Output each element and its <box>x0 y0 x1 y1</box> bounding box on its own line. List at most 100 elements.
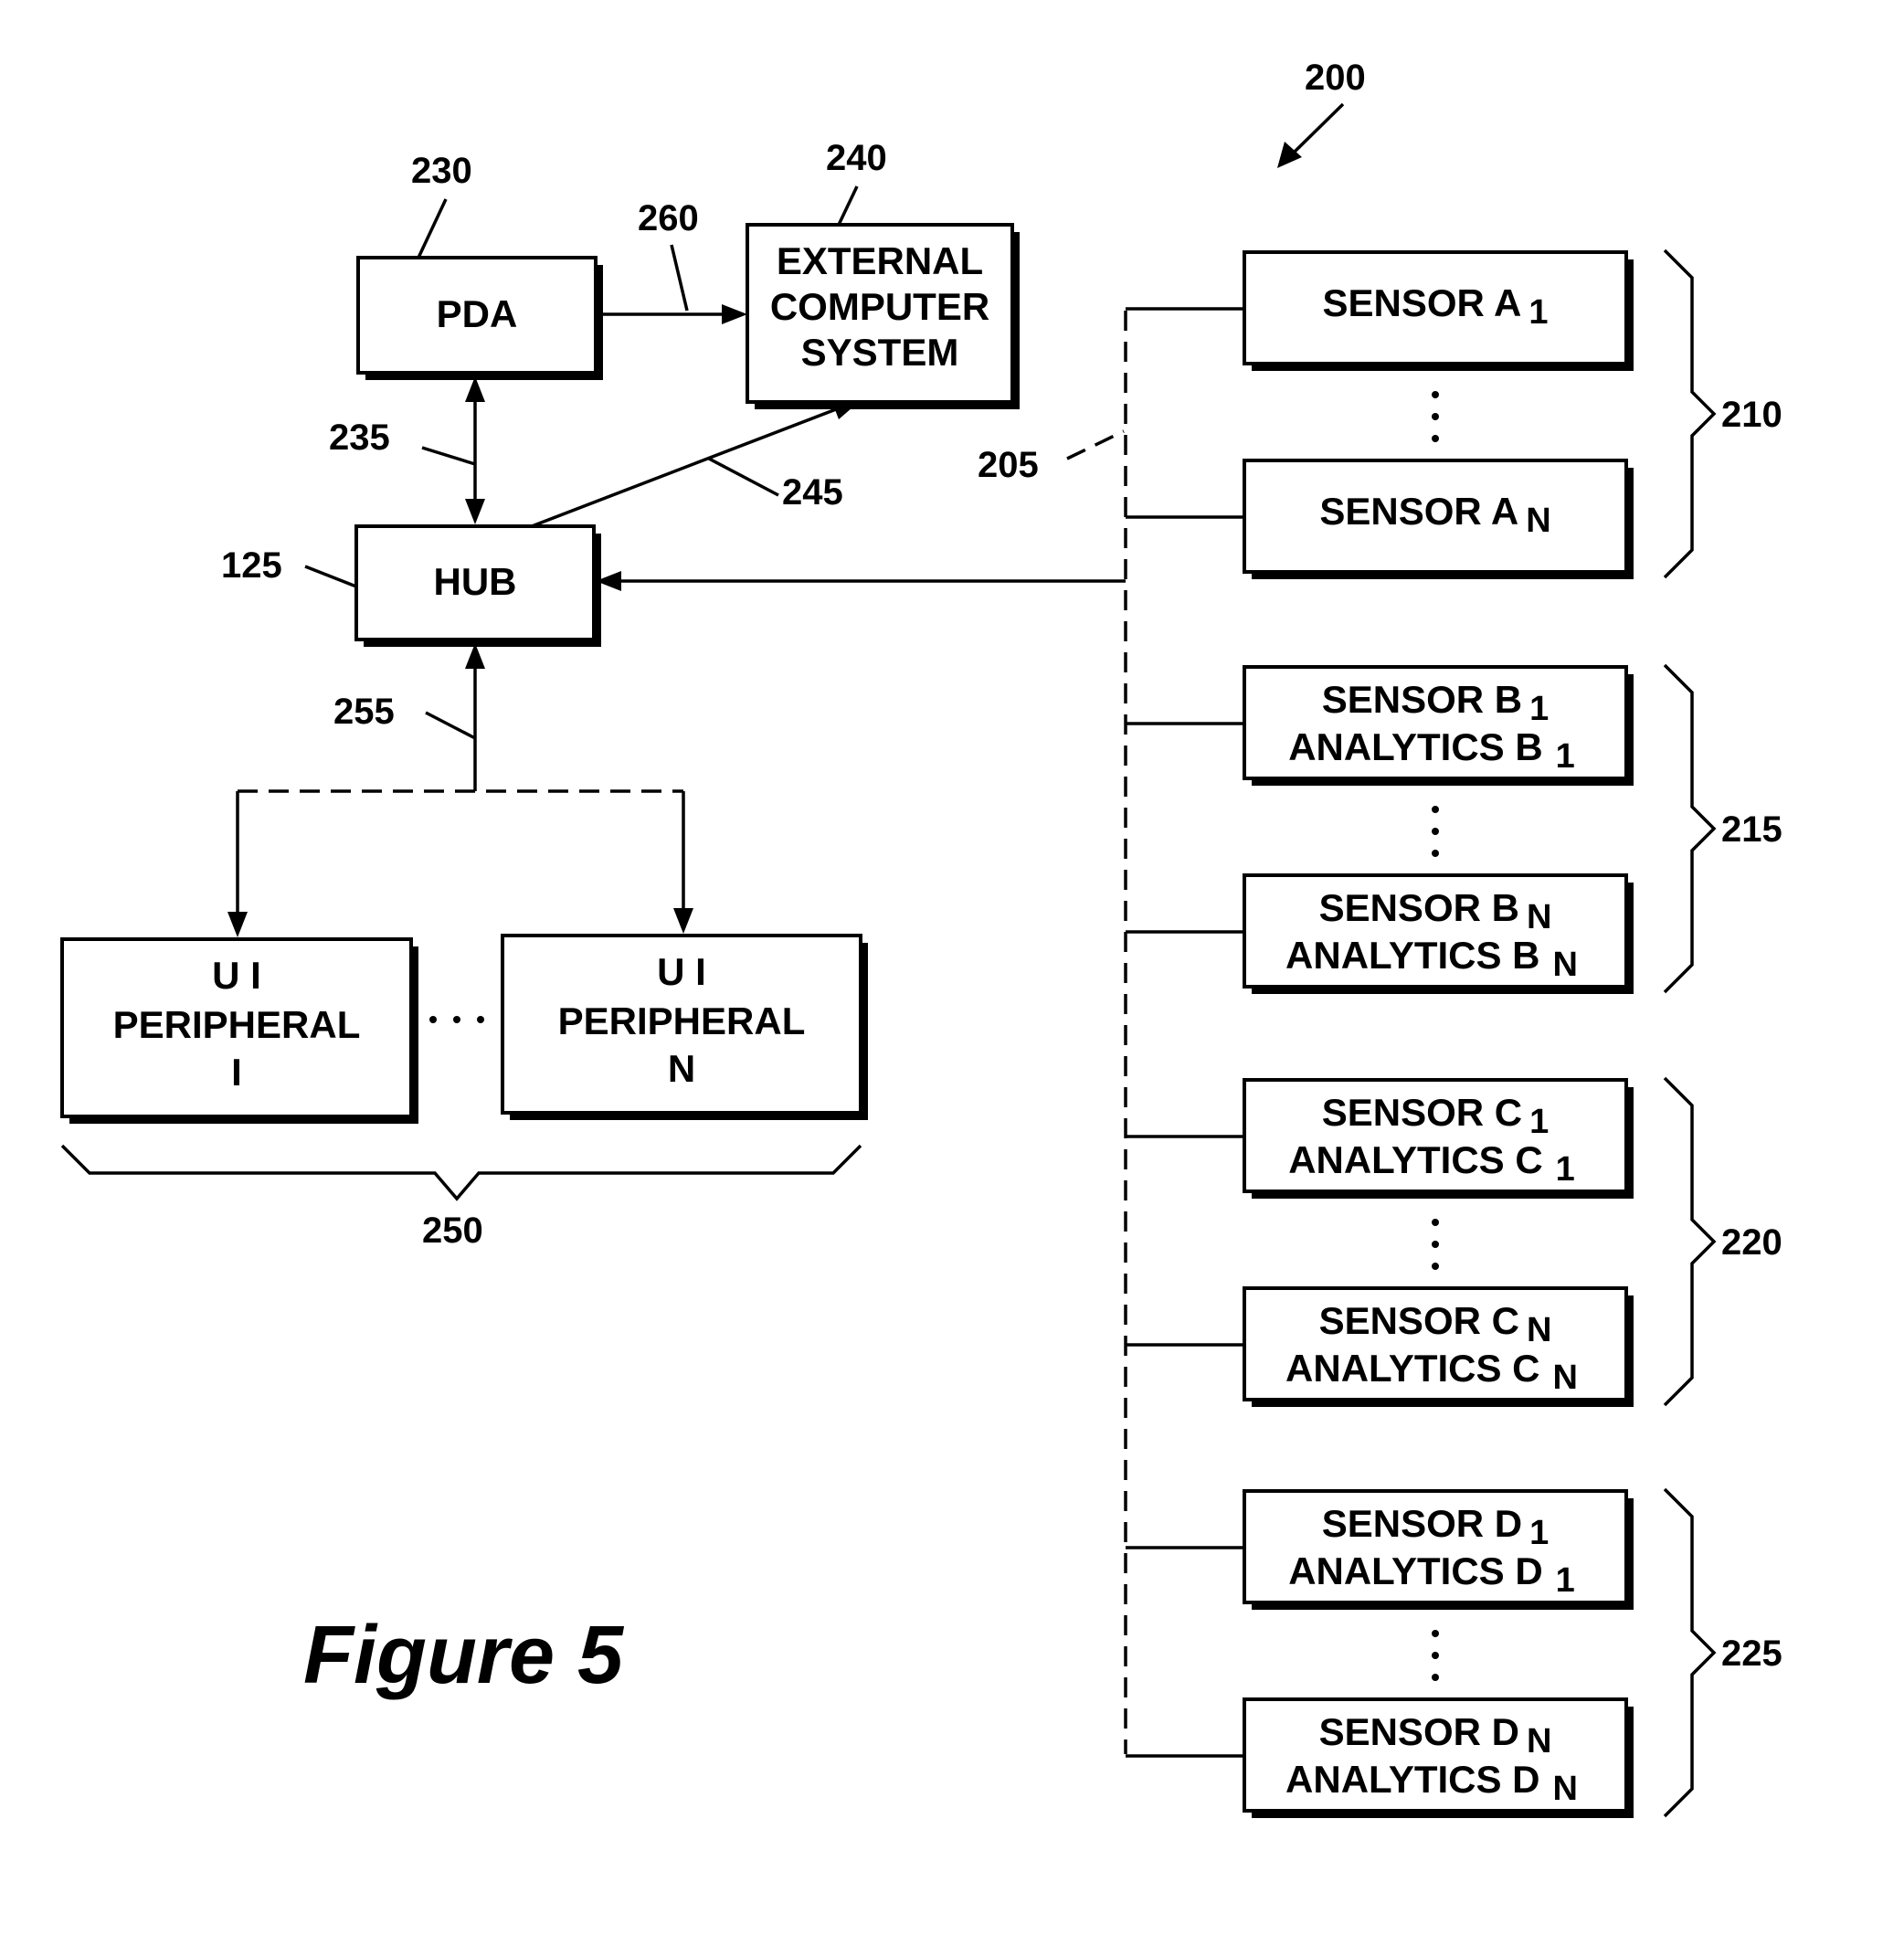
sensor-group-215-first-sensor-line1-text: SENSOR B <box>1322 678 1522 721</box>
hub-ref-leader <box>305 566 356 587</box>
sensor-group-215-first-sensor-line2: ANALYTICS B1 <box>1288 725 1575 776</box>
sensor-group-220-last-sensor-line1-text: SENSOR C <box>1319 1299 1519 1342</box>
sensor-group-215-last-sensor-line1: SENSOR BN <box>1319 886 1552 936</box>
sensor-group-225-first-sensor-line1: SENSOR D1 <box>1322 1502 1550 1552</box>
pda-to-external-ref-label: 260 <box>638 198 699 238</box>
hub-to-external-ref-leader <box>709 459 778 495</box>
sensor-group-225-first-sensor: SENSOR D1ANALYTICS D1 <box>1244 1491 1634 1610</box>
external-label-line2: COMPUTER <box>770 285 989 328</box>
sensor-group-220-last-sensor-line1: SENSOR CN <box>1319 1299 1552 1349</box>
sensor-group-225-last-sensor-line1-subscript: N <box>1527 1722 1551 1761</box>
sensor-group-225-first-sensor-line2-subscript: 1 <box>1556 1561 1575 1600</box>
sensor-group-225-last-sensor-line2: ANALYTICS DN <box>1285 1758 1578 1808</box>
sensor-group-210-last-sensor-line1: SENSOR AN <box>1319 490 1550 540</box>
ui-peripheral-1-line3: I <box>231 1051 242 1094</box>
sensor-bus-ref-label: 205 <box>978 445 1039 485</box>
sensor-group-215-brace <box>1665 665 1714 992</box>
sensor-group-220-last-sensor-line1-subscript: N <box>1527 1311 1551 1349</box>
sensor-group-225-last-sensor: SENSOR DNANALYTICS DN <box>1244 1699 1634 1818</box>
hub-to-external-arrowhead <box>831 400 859 419</box>
external-ref-leader <box>839 186 857 225</box>
pda-ref-label: 230 <box>411 151 472 191</box>
sensor-group-215-last-sensor-line2-subscript: N <box>1553 946 1578 984</box>
peripheral-group-brace <box>62 1146 861 1199</box>
pda-to-external-arrowhead <box>722 304 747 324</box>
sensor-group-225-brace <box>1665 1489 1714 1816</box>
sensor-group-225-last-sensor-line2-subscript: N <box>1553 1770 1578 1808</box>
sensor-group-220-last-sensor-line2-subscript: N <box>1553 1359 1578 1397</box>
sensor-group-210-last-sensor-line1-subscript: N <box>1526 502 1550 540</box>
pda-hub-ref-leader <box>422 448 475 464</box>
hub-ref-label: 125 <box>221 545 282 586</box>
sensor-group-225: SENSOR D1ANALYTICS D1SENSOR DNANALYTICS … <box>1126 1489 1782 1818</box>
sensor-group-210-first-sensor-line1-subscript: 1 <box>1528 293 1548 332</box>
sensor-group-215-last-sensor-line1-subscript: N <box>1527 898 1551 936</box>
sensor-group-225-ellipsis <box>1432 1630 1439 1681</box>
figure-label: Figure 5 <box>303 1610 625 1701</box>
sensor-group-225-first-sensor-line2: ANALYTICS D 1 <box>1288 1549 1575 1600</box>
hub-to-external-ref-label: 245 <box>782 472 843 513</box>
sensor-group-225-last-sensor-line1: SENSOR DN <box>1319 1710 1552 1761</box>
sensor-group-220-first-sensor-line2-text: ANALYTICS C <box>1288 1138 1542 1181</box>
pda-hub-arrowhead-down <box>465 499 485 524</box>
sensor-group-215-first-sensor: SENSOR B1ANALYTICS B1 <box>1244 667 1634 786</box>
sensor-bus-ref-leader <box>1067 431 1124 459</box>
sensor-group-225-last-sensor-line1-text: SENSOR D <box>1319 1710 1519 1753</box>
sensor-group-220-last-sensor-line2-text: ANALYTICS C <box>1285 1347 1539 1390</box>
pda-ref-leader <box>418 199 446 258</box>
sensor-group-220-first-sensor-line1-subscript: 1 <box>1529 1103 1549 1141</box>
sensor-group-225-ref-label: 225 <box>1721 1634 1782 1674</box>
sensor-group-210: SENSOR A1SENSOR AN210 <box>1126 250 1782 579</box>
ui-peripheral-n-line2: PERIPHERAL <box>558 999 806 1042</box>
sensor-group-220-last-sensor-line2: ANALYTICS C N <box>1285 1347 1578 1397</box>
sensor-group-210-last-sensor: SENSOR AN <box>1244 460 1634 579</box>
sensor-group-225-first-sensor-line1-text: SENSOR D <box>1322 1502 1522 1545</box>
sensor-group-225-first-sensor-line1-subscript: 1 <box>1529 1514 1549 1552</box>
sensor-group-210-last-sensor-line1-text: SENSOR A <box>1319 490 1518 533</box>
system-ref-label: 200 <box>1305 58 1366 98</box>
sensor-group-220-first-sensor: SENSOR C1ANALYTICS C1 <box>1244 1080 1634 1199</box>
sensor-group-215-ref-label: 215 <box>1721 809 1782 850</box>
system-ref-leader <box>1293 104 1343 153</box>
ui-peripheral-n-block: U I PERIPHERAL N <box>502 936 868 1120</box>
external-ref-label: 240 <box>826 138 887 178</box>
sensor-group-225-first-sensor-line2-text: ANALYTICS D <box>1288 1549 1542 1592</box>
peripheral-n-arrowhead <box>673 908 693 934</box>
hub-label: HUB <box>434 560 517 603</box>
sensor-group-220-first-sensor-line2-subscript: 1 <box>1556 1150 1575 1189</box>
sensor-group-210-ellipsis <box>1432 391 1439 442</box>
ui-peripheral-1-line2: PERIPHERAL <box>113 1003 361 1046</box>
sensor-group-220-ellipsis <box>1432 1219 1439 1270</box>
ui-peripheral-n-line3: N <box>668 1047 695 1090</box>
pda-to-external-ref-leader <box>672 245 687 311</box>
sensor-group-215-ellipsis <box>1432 806 1439 857</box>
sensor-group-210-brace <box>1665 250 1714 577</box>
system-ref-arrowhead <box>1277 142 1302 168</box>
sensor-groups: SENSOR A1SENSOR AN210SENSOR B1ANALYTICS … <box>1126 250 1782 1818</box>
ui-peripheral-n-line1: U I <box>657 950 706 993</box>
external-computer-system-block: EXTERNAL COMPUTER SYSTEM <box>747 225 1020 409</box>
peripheral-ellipsis <box>429 1016 484 1023</box>
sensor-group-215: SENSOR B1ANALYTICS B1SENSOR BNANALYTICS … <box>1126 665 1782 994</box>
external-label-line3: SYSTEM <box>801 331 959 374</box>
sensor-group-215-first-sensor-line1-subscript: 1 <box>1529 690 1549 728</box>
peripherals-to-hub-ref-leader <box>426 713 475 738</box>
sensor-group-215-last-sensor-line2-text: ANALYTICS B <box>1285 934 1539 977</box>
peripheral-1-arrowhead <box>227 912 248 937</box>
peripheral-group-ref-label: 250 <box>422 1211 483 1251</box>
sensor-group-210-first-sensor-line1: SENSOR A1 <box>1323 281 1549 332</box>
peripherals-to-hub-ref-label: 255 <box>333 692 395 732</box>
sensor-group-220-first-sensor-line2: ANALYTICS C 1 <box>1288 1138 1575 1189</box>
sensor-group-210-first-sensor-line1-text: SENSOR A <box>1323 281 1522 324</box>
sensor-group-210-ref-label: 210 <box>1721 395 1782 435</box>
sensor-group-220: SENSOR C1ANALYTICS C1SENSOR CNANALYTICS … <box>1126 1078 1782 1407</box>
sensor-group-215-last-sensor: SENSOR BNANALYTICS BN <box>1244 875 1634 994</box>
sensor-group-215-first-sensor-line2-text: ANALYTICS B <box>1288 725 1542 768</box>
sensor-group-220-brace <box>1665 1078 1714 1405</box>
ui-peripheral-1-line1: U I <box>212 954 261 997</box>
sensor-group-215-last-sensor-line2: ANALYTICS B N <box>1285 934 1578 984</box>
peripherals-to-hub-arrowhead <box>465 643 485 669</box>
sensor-group-220-first-sensor-line1: SENSOR C1 <box>1322 1091 1550 1141</box>
pda-block: PDA <box>358 258 603 380</box>
